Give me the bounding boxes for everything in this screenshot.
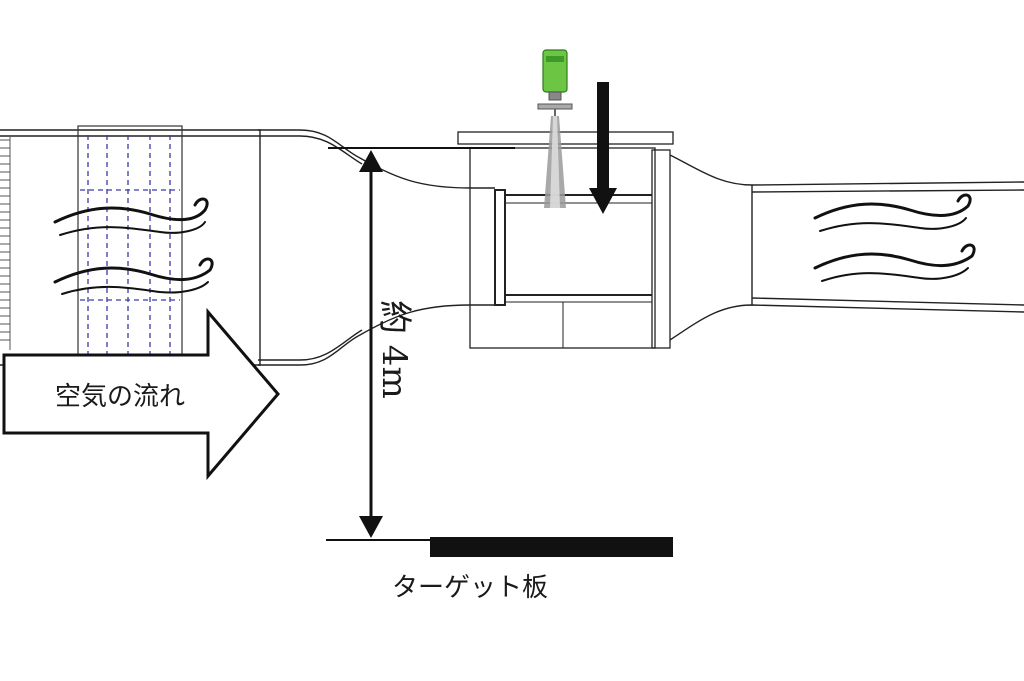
radar-sensor-icon (537, 49, 573, 208)
outlet-duct (669, 154, 1024, 341)
center-housing (457, 131, 674, 349)
inlet-edge-ticks (0, 136, 11, 350)
down-arrow-icon (589, 82, 617, 214)
flow-arrow (2, 307, 280, 481)
air-flow-swirl-icon (813, 193, 976, 282)
flow-label: 空気の流れ (55, 382, 185, 412)
distance-label: 約 4m (374, 300, 414, 399)
target-plate (430, 537, 673, 557)
distance-dimension (326, 147, 515, 541)
air-flow-swirl-icon (53, 197, 214, 295)
target-label: ターゲット板 (392, 573, 548, 603)
filter-section (77, 125, 183, 367)
tapered-transition (258, 129, 495, 366)
